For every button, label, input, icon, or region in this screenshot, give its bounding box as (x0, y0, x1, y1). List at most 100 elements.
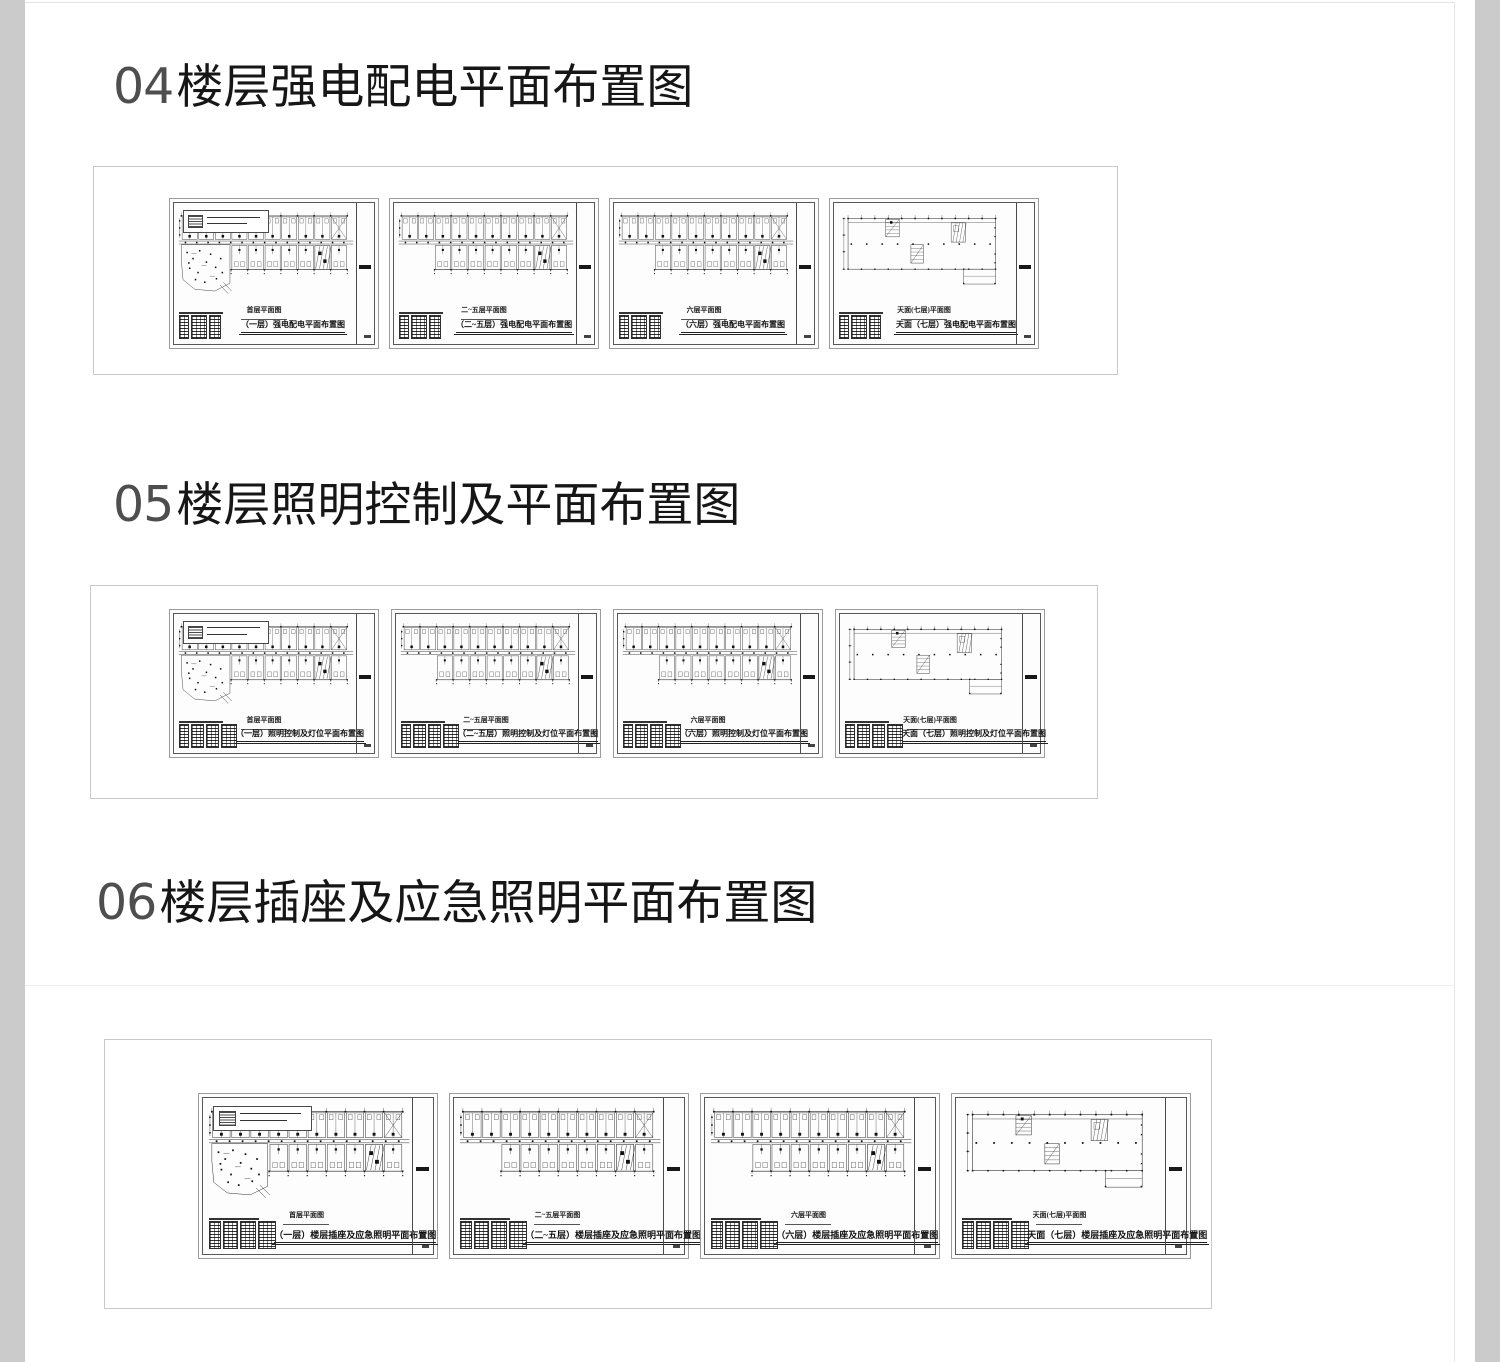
title-block (710, 1217, 803, 1249)
sheet-side-strip (578, 614, 596, 753)
sheet-caption: （六层）照明控制及灯位平面布置图 (678, 729, 810, 744)
page-number-mark (585, 744, 593, 748)
plan-sub-caption (1036, 1224, 1083, 1226)
schedule-table (428, 724, 441, 749)
section-number: 04 (113, 58, 174, 115)
plan-label: 首层平面图 (246, 715, 282, 724)
schedule-table (1010, 1220, 1029, 1249)
title-block (179, 312, 259, 340)
sheet-frame: 首层平面图（一层）强电配电平面布置图 (173, 202, 375, 345)
strip-label-mark (581, 675, 593, 680)
sheet-side-strip (663, 1098, 684, 1254)
floor-plan-drawing (400, 623, 576, 685)
plan-label: 六层平面图 (690, 715, 726, 724)
sheet-frame: 天面(七层)平面图天面（七层）照明控制及灯位平面布置图 (839, 613, 1048, 754)
notes-box (183, 620, 269, 644)
drawing-panel-06: 首层平面图（一层）楼层插座及应急照明平面布置图二~五层平面图（二~五层）楼层插座… (104, 1039, 1212, 1309)
page-number-mark (1023, 335, 1031, 339)
schedule-table (179, 724, 189, 749)
schedule-table (429, 315, 441, 340)
plan-label: 二~五层平面图 (463, 715, 509, 724)
sheet-side-strip (356, 203, 374, 344)
plan-label-area: 六层平面图 (626, 709, 790, 730)
schedule-table (992, 1220, 1009, 1249)
strip-label-mark (799, 265, 811, 270)
title-block-tables (179, 724, 259, 749)
sheet-frame: 六层平面图 （六层）照明控制及灯位平面布置图 (617, 613, 819, 754)
sheet-side-strip (412, 1098, 433, 1254)
schedule-table (473, 1220, 489, 1249)
title-block (961, 1217, 1054, 1249)
title-block (208, 1217, 301, 1249)
floor-plan-drawing (848, 625, 1003, 695)
title-block-header (961, 1217, 1013, 1220)
floor-plan-drawing (842, 214, 997, 285)
schedule-table (851, 315, 867, 340)
sheet-caption: （二~五层）楼层插座及应急照明平面布置图 (523, 1230, 703, 1246)
cad-sheet: 天面(七层)平面图天面（七层）强电配电平面布置图 (829, 198, 1039, 349)
plan-label-area: 首层平面图 (182, 299, 346, 320)
schedule-table (961, 1220, 974, 1249)
plan-label-area: 二~五层平面图 (402, 299, 566, 320)
sheet-caption-text: （一层）楼层插座及应急照明平面布置图 (272, 1230, 439, 1246)
sheet-side-strip (1022, 614, 1040, 753)
sheet-caption-text: （一层）照明控制及灯位平面布置图 (234, 729, 366, 744)
sheet-side-strip (800, 614, 818, 753)
title-block-header (459, 1217, 511, 1220)
plan-label-area: 二~五层平面图 (404, 709, 568, 730)
floor-plan-drawing (208, 1108, 410, 1199)
drawing-panel-05: 首层平面图 （一层）照明控制及灯位平面布置图 二~五层平面图 （二~五层）照明控制及灯… (90, 585, 1098, 799)
schedule-table (206, 724, 219, 749)
schedule-table (221, 724, 237, 749)
schedule-table (872, 724, 885, 749)
note-line (206, 222, 247, 224)
plan-label-area: 六层平面图 (622, 299, 786, 320)
schedule-table (191, 724, 204, 749)
plan-label: 天面(七层)平面图 (903, 715, 957, 724)
schedule-table (649, 315, 661, 340)
note-line (240, 1112, 302, 1114)
title-block-tables (845, 724, 925, 749)
page-number-mark (583, 335, 591, 339)
cad-sheet: 二~五层平面图 （二~五层）楼层插座及应急照明平面布置图 (449, 1093, 703, 1259)
sheet-caption-text: （二~五层）照明控制及灯位平面布置图 (455, 729, 601, 744)
page-number-mark (1175, 1244, 1183, 1248)
note-line (206, 627, 260, 629)
schedule-table (975, 1220, 991, 1249)
title-block-tables (459, 1220, 552, 1249)
sheet-caption-text: （六层）楼层插座及应急照明平面布置图 (774, 1230, 941, 1246)
top-rule (25, 2, 1455, 3)
sheet-caption-text: 天面（七层）照明控制及灯位平面布置图 (900, 729, 1048, 744)
sheet-frame: 六层平面图（六层）楼层插座及应急照明平面布置图 (704, 1097, 941, 1255)
title-block (399, 312, 479, 340)
schedule-table (239, 1220, 256, 1249)
schedule-table (857, 724, 870, 749)
title-block-tables (179, 315, 259, 340)
page-number-mark (924, 1244, 932, 1248)
schedule-table (411, 315, 427, 340)
strip-label-mark (359, 265, 371, 270)
right-page-margin (1475, 0, 1500, 1362)
sheet-row: 首层平面图 （一层）照明控制及灯位平面布置图 二~五层平面图 （二~五层）照明控制及灯… (169, 609, 1048, 758)
sheet-caption: 天面（七层）照明控制及灯位平面布置图 (900, 729, 1048, 744)
title-block-tables (839, 315, 919, 340)
title-block (623, 721, 703, 749)
strip-label-mark (917, 1166, 932, 1171)
plan-label: 天面(七层)平面图 (897, 305, 951, 314)
plan-label: 六层平面图 (686, 305, 722, 314)
title-block (619, 312, 699, 340)
schedule-table (845, 724, 855, 749)
plan-label: 首层平面图 (246, 305, 282, 314)
cad-sheet: 天面(七层)平面图天面（七层）楼层插座及应急照明平面布置图 (951, 1093, 1210, 1259)
strip-label-mark (803, 675, 815, 680)
note-line (240, 1119, 287, 1121)
plan-label: 二~五层平面图 (534, 1211, 581, 1220)
note-line (206, 216, 260, 218)
schedule-table (759, 1220, 778, 1249)
schedule-table (631, 315, 647, 340)
floor-plan-drawing (398, 212, 574, 275)
title-block (401, 721, 481, 749)
title-block-tables (208, 1220, 301, 1249)
sheet-caption: （六层）强电配电平面布置图 (676, 320, 790, 335)
